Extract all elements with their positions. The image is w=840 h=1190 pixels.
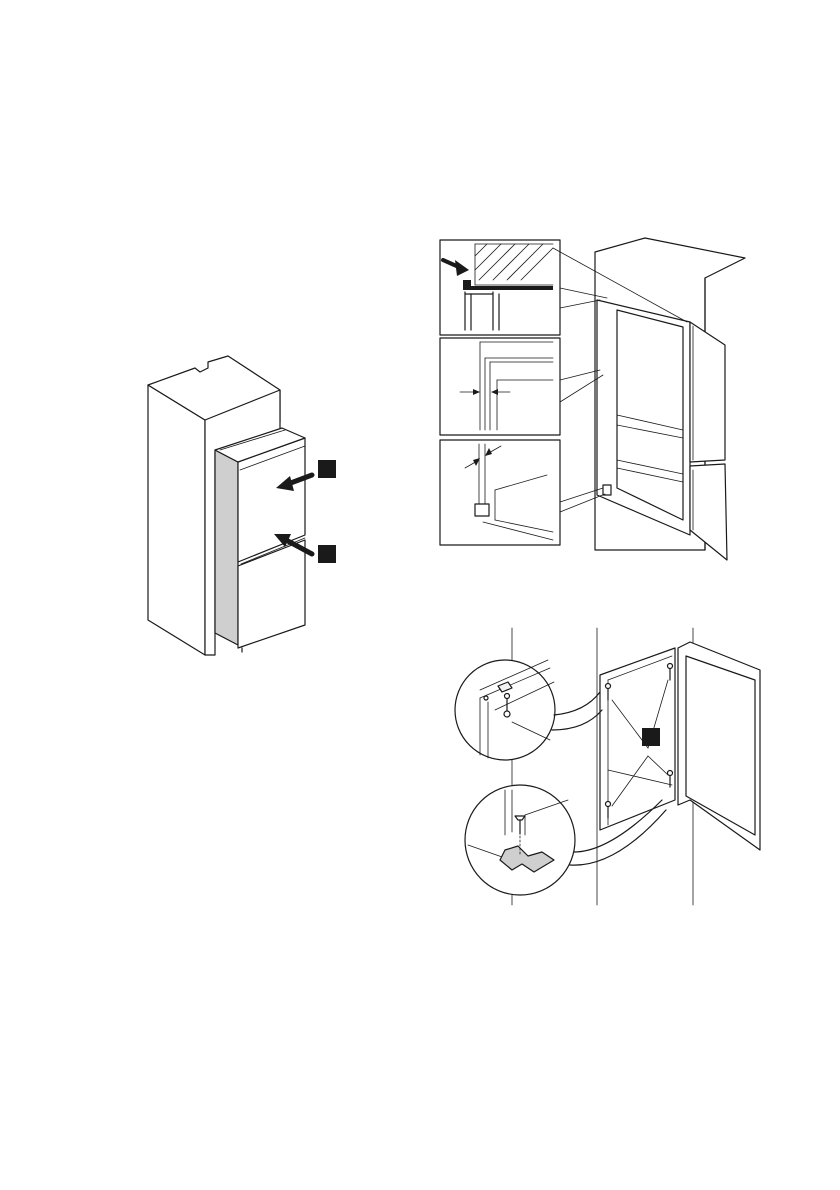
marker-box	[642, 728, 660, 746]
cabinet-insertion-figure	[140, 350, 350, 660]
callout-panel-top	[440, 240, 560, 335]
marker-box-upper	[318, 460, 336, 478]
hinge-bottom	[603, 485, 611, 495]
door-alignment-figure	[435, 230, 755, 570]
marker-box-lower	[318, 545, 336, 563]
callout-panel-bottom	[440, 440, 560, 545]
door-alignment-drawing	[435, 230, 755, 570]
appliance-side-panel	[215, 450, 238, 645]
leader-top	[554, 692, 600, 715]
cabinet-insertion-drawing	[140, 350, 350, 660]
detail-circle-top-screw	[455, 660, 555, 760]
cabinet-side-panel	[148, 385, 205, 655]
screw-fastening-figure	[450, 620, 760, 910]
appliance-interior	[617, 310, 683, 520]
appliance-frame-open	[600, 648, 675, 830]
open-door-upper	[690, 322, 725, 462]
detail-circle-bottom-bracket	[465, 785, 575, 895]
screw-fastening-drawing	[450, 620, 760, 910]
callout-panel-middle	[440, 338, 560, 435]
